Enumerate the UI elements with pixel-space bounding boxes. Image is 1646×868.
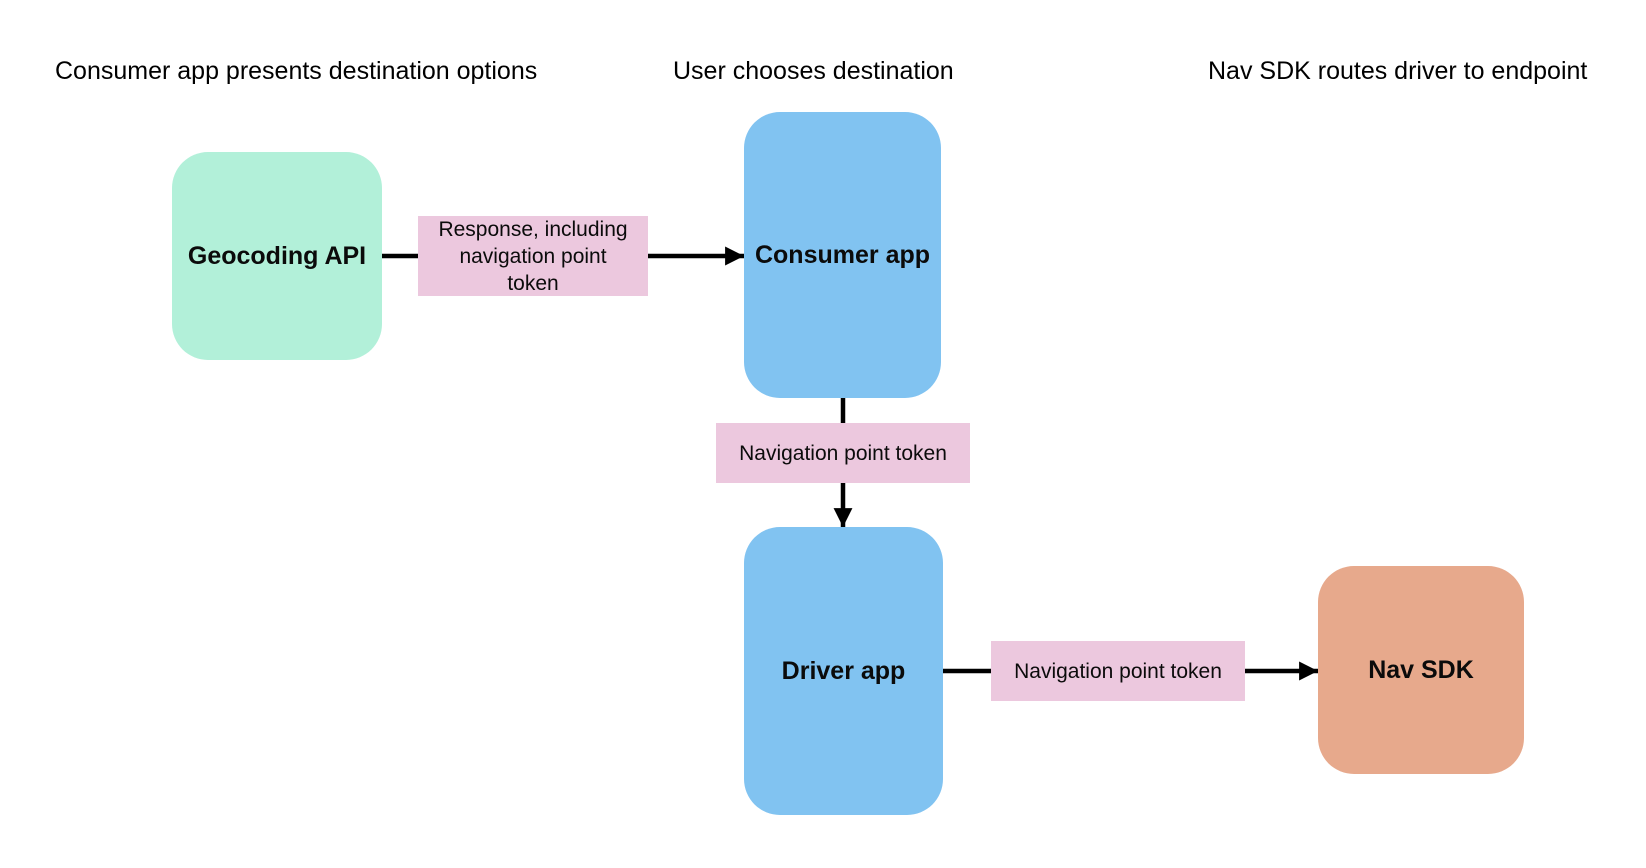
node-nav-sdk: Nav SDK	[1318, 566, 1524, 774]
edge-label-navigation-point-token-1-text: Navigation point token	[739, 441, 947, 465]
node-nav-sdk-label: Nav SDK	[1368, 655, 1474, 684]
stage-title-consumer-presents: Consumer app presents destination option…	[55, 57, 538, 85]
node-geocoding-api: Geocoding API	[172, 152, 382, 360]
node-driver-app: Driver app	[744, 527, 943, 815]
edge-label-navigation-point-token-1: Navigation point token	[716, 423, 970, 483]
node-consumer-app: Consumer app	[744, 112, 941, 398]
stage-title-user-chooses: User chooses destination	[673, 57, 954, 85]
stage-title-navsdk-routes: Nav SDK routes driver to endpoint	[1208, 57, 1588, 85]
node-geocoding-api-label: Geocoding API	[187, 241, 367, 270]
edge-label-response-token-text: Response, including navigation point tok…	[438, 217, 628, 295]
node-driver-app-label: Driver app	[781, 656, 906, 685]
edge-label-response-token: Response, including navigation point tok…	[418, 216, 648, 296]
node-consumer-app-label: Consumer app	[754, 240, 931, 269]
edge-label-navigation-point-token-2: Navigation point token	[991, 641, 1245, 701]
edge-label-navigation-point-token-2-text: Navigation point token	[1014, 659, 1222, 683]
